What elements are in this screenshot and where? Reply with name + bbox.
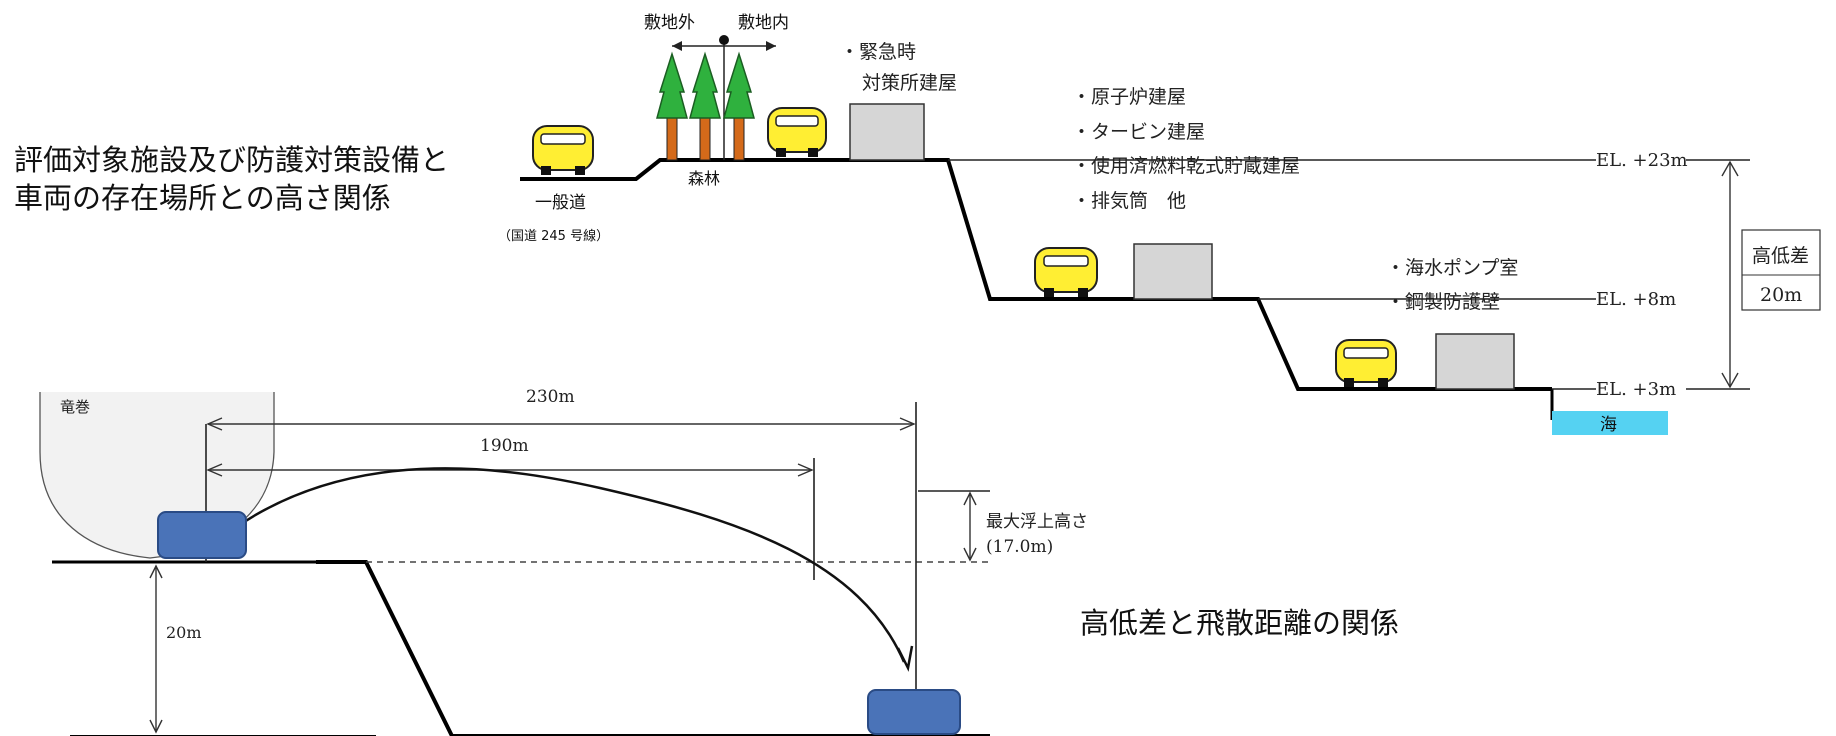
height-diff-arrow-bottom xyxy=(1721,372,1739,389)
emergency-building-label-line1: ・緊急時 xyxy=(840,41,916,63)
sea-label: 海 xyxy=(1600,415,1617,435)
drop-slope xyxy=(316,560,454,736)
tree-trunk xyxy=(733,111,745,161)
dim-190-arrow-right xyxy=(797,463,814,477)
el-8-label: EL. +8m xyxy=(1596,289,1676,310)
boundary-arrow-left-head xyxy=(672,41,682,51)
middle-building xyxy=(1133,243,1213,300)
site-boundary-point xyxy=(719,35,729,45)
upper-facility-item: ・排気筒 他 xyxy=(1072,190,1186,212)
road-label: 一般道 xyxy=(535,193,586,213)
boundary-outside-label: 敷地外 xyxy=(644,13,695,33)
lower-facility-item: ・海水ポンプ室 xyxy=(1386,257,1518,279)
drop-height-arrow-bottom xyxy=(149,719,163,734)
upper-facility-item: ・原子炉建屋 xyxy=(1072,86,1186,108)
vehicle-start xyxy=(157,511,247,559)
boundary-inside-label: 敷地内 xyxy=(738,13,789,33)
lower-facility-item: ・鋼製防護壁 xyxy=(1386,291,1500,313)
car-icon-site-middle xyxy=(1034,247,1098,297)
height-diff-box xyxy=(1741,229,1821,311)
dim-230-arrow-left xyxy=(206,417,223,431)
trajectory-arrowhead xyxy=(896,645,914,672)
emergency-building-label-line2: 対策所建屋 xyxy=(862,72,957,94)
road-sublabel: （国道 245 号線） xyxy=(498,228,609,244)
forest-label: 森林 xyxy=(688,169,720,188)
drop-height-arrow-top xyxy=(149,564,163,579)
section1-title-line2: 車両の存在場所との高さ関係 xyxy=(14,181,391,215)
height-diff-arrow-top xyxy=(1721,160,1739,177)
car-icon-site-upper xyxy=(767,107,827,157)
boundary-arrow-right-head xyxy=(766,41,776,51)
max-height-arrow-top xyxy=(963,491,977,506)
tree-trunk xyxy=(666,111,678,161)
forest xyxy=(656,51,755,161)
car-icon-public-road xyxy=(532,125,594,175)
el-23-label: EL. +23m xyxy=(1596,150,1688,171)
upper-facility-item: ・使用済燃料乾式貯蔵建屋 xyxy=(1072,155,1300,177)
height-diff-value: 20m xyxy=(1760,284,1802,306)
dim-190-label: 190m xyxy=(480,436,529,456)
max-height-label-line2: (17.0m) xyxy=(986,537,1053,557)
emergency-building xyxy=(849,103,925,161)
trajectory-curve xyxy=(231,467,906,663)
section1-title-line1: 評価対象施設及び防護対策設備と xyxy=(14,143,449,177)
tree-icon xyxy=(689,51,721,119)
tree-trunk xyxy=(699,111,711,161)
car-icon-site-lower xyxy=(1335,339,1397,387)
tornado-label: 竜巻 xyxy=(60,398,90,416)
height-diff-label: 高低差 xyxy=(1752,245,1809,267)
dim-230-arrow-right xyxy=(899,417,916,431)
max-height-label-line1: 最大浮上高さ xyxy=(986,512,1088,532)
vehicle-landing xyxy=(867,689,961,735)
drop-height-label: 20m xyxy=(166,623,202,642)
tree-icon xyxy=(723,51,755,119)
el-3-label: EL. +3m xyxy=(1596,379,1676,400)
dim-230-label: 230m xyxy=(526,387,575,407)
section2-title: 高低差と飛散距離の関係 xyxy=(1080,606,1399,640)
dim-190-arrow-left xyxy=(206,463,223,477)
sea xyxy=(1552,411,1668,435)
upper-facility-item: ・タービン建屋 xyxy=(1072,121,1205,143)
lower-building xyxy=(1435,333,1515,390)
tree-icon xyxy=(656,51,688,119)
max-height-arrow-bottom xyxy=(963,547,977,562)
terrain-upper-profile xyxy=(520,158,1552,391)
